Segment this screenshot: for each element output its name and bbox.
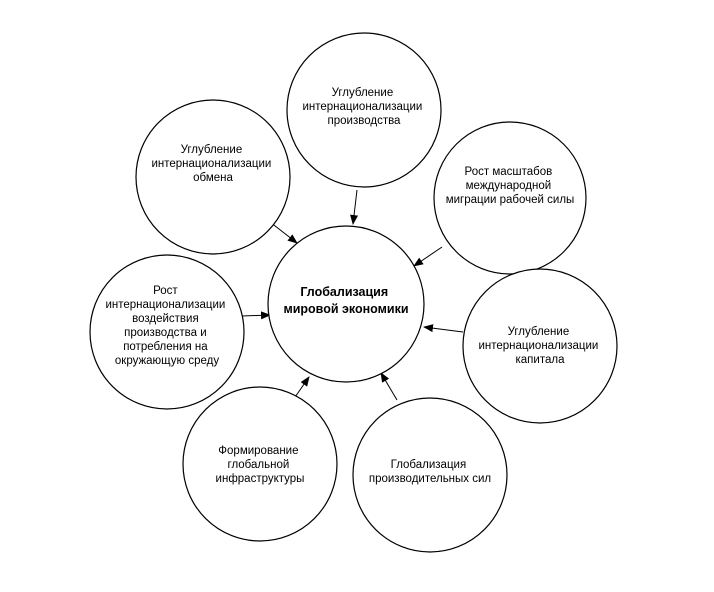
node-label-line: Углубление: [181, 144, 243, 156]
node-label-line: интернационализации: [105, 299, 225, 311]
node-label: Углубление интернационализации обмена: [151, 144, 274, 184]
node-productive-forces: Глобализация производительных сил: [352, 397, 508, 553]
node-label-line: обмена: [193, 172, 233, 184]
node-label-line: Углубление: [508, 326, 570, 338]
node-label-line: капитала: [516, 354, 566, 366]
arrow-production-to-center: [350, 189, 359, 225]
node-circle: [182, 386, 338, 542]
node-label-line: производства и: [124, 327, 207, 339]
node-circle: [135, 99, 291, 255]
node-label: Углубление интернационализации капитала: [478, 326, 601, 366]
arrows: [241, 189, 464, 401]
node-label-line: миграции рабочей силы: [446, 194, 575, 206]
arrow-environment-to-center: [241, 311, 271, 320]
node-label: Углубление интернационализации производс…: [302, 87, 425, 127]
node-label: Формирование глобальной инфраструктуры: [216, 445, 305, 485]
node-label-line: интернационализации: [302, 101, 422, 113]
center-label: Глобализация мировой экономики: [283, 285, 408, 316]
center-label-line: мировой экономики: [283, 302, 408, 316]
arrow-exchange-to-center: [269, 221, 298, 244]
arrow-capital-to-center: [423, 324, 464, 333]
arrow-migration-to-center: [413, 246, 443, 267]
node-label-line: окружающую среду: [115, 355, 219, 367]
node-environment: Рост интернационализации воздействия про…: [89, 254, 245, 410]
node-label-line: Рост масштабов: [465, 166, 553, 178]
node-label-line: Глобализация: [391, 459, 467, 471]
node-label-line: глобальной: [228, 459, 290, 471]
center-label-line: Глобализация: [300, 285, 388, 299]
node-migration: Рост масштабов международной миграции ра…: [433, 121, 587, 275]
node-label-line: Рост: [153, 285, 178, 297]
node-label-line: международной: [466, 180, 552, 192]
node-production: Углубление интернационализации производс…: [286, 32, 442, 188]
node-circle: [433, 121, 587, 275]
node-label: Глобализация производительных сил: [369, 459, 491, 485]
node-label-line: интернационализации: [151, 158, 271, 170]
node-label-line: инфраструктуры: [216, 473, 305, 485]
node-exchange: Углубление интернационализации обмена: [135, 99, 291, 255]
node-circle: [286, 32, 442, 188]
node-label: Рост интернационализации воздействия про…: [105, 285, 228, 367]
node-label-line: потребления на: [123, 341, 208, 353]
node-infrastructure: Формирование глобальной инфраструктуры: [182, 386, 338, 542]
node-circle: [352, 397, 508, 553]
node-label: Рост масштабов международной миграции ра…: [446, 166, 575, 206]
center-node: Глобализация мировой экономики: [267, 225, 425, 383]
arrow-productive-forces-to-center: [380, 372, 398, 401]
center-circle: [267, 225, 425, 383]
node-label-line: производства: [328, 115, 402, 127]
node-label-line: Углубление: [332, 87, 394, 99]
node-label-line: производительных сил: [369, 473, 491, 485]
node-label-line: воздействия: [132, 313, 199, 325]
node-label-line: интернационализации: [478, 340, 598, 352]
node-circle: [89, 254, 245, 410]
node-capital: Углубление интернационализации капитала: [462, 268, 618, 424]
node-label-line: Формирование: [218, 445, 298, 457]
node-circle: [462, 268, 618, 424]
